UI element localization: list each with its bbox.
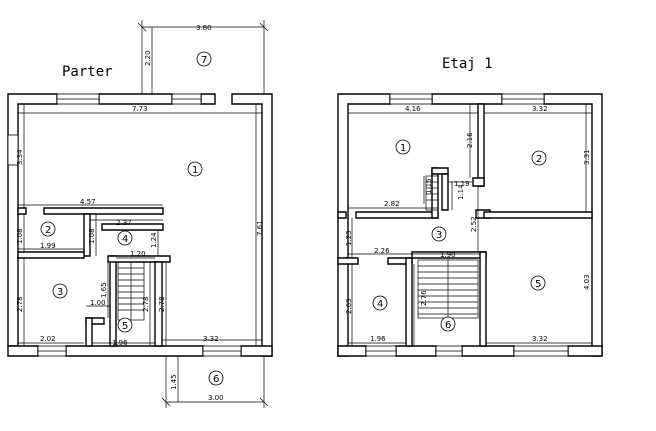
parter-outer-walls bbox=[7, 93, 273, 357]
dim-label: 1.08 bbox=[16, 228, 24, 244]
parter-interior-walls bbox=[17, 207, 171, 347]
svg-text:5: 5 bbox=[535, 279, 541, 290]
floor-plan-etaj1: Etaj 1 bbox=[337, 56, 603, 357]
dim-label: 2.52 bbox=[470, 216, 478, 232]
svg-text:5: 5 bbox=[122, 321, 128, 332]
etaj1-dimension-labels: 4.16 3.32 2.16 3.31 1.15 1.19 1.14 2.82 … bbox=[345, 105, 591, 343]
parter-room-markers: 1 2 3 4 5 6 7 bbox=[40, 51, 224, 386]
dim-label: 1.19 bbox=[454, 180, 470, 188]
room-marker: 6 bbox=[208, 370, 224, 386]
dim-label: 4.16 bbox=[405, 105, 421, 113]
svg-text:4: 4 bbox=[377, 299, 383, 310]
room-marker: 1 bbox=[395, 139, 411, 155]
dim-label: 2.02 bbox=[40, 335, 56, 343]
parter-title: Parter bbox=[62, 64, 113, 80]
dim-label: 3.80 bbox=[196, 24, 212, 32]
room-marker: 6 bbox=[440, 316, 456, 332]
svg-text:7: 7 bbox=[201, 55, 207, 66]
dim-label: 1.99 bbox=[40, 242, 56, 250]
dim-label: 1.90 bbox=[440, 251, 456, 259]
dim-label: 3.00 bbox=[208, 394, 224, 402]
room-marker: 2 bbox=[531, 150, 547, 166]
etaj1-interior-walls bbox=[337, 103, 593, 347]
dim-label: 1.65 bbox=[100, 282, 108, 298]
svg-text:6: 6 bbox=[445, 320, 451, 331]
etaj1-room-markers: 1 2 3 4 5 6 bbox=[372, 139, 547, 332]
dim-label: 1.96 bbox=[112, 339, 128, 347]
parter-stairs bbox=[117, 261, 145, 321]
dim-label: 1.20 bbox=[130, 250, 146, 258]
room-marker: 5 bbox=[530, 275, 546, 291]
dim-label: 7.61 bbox=[256, 220, 264, 236]
svg-text:1: 1 bbox=[192, 165, 198, 176]
dim-label: 3.31 bbox=[583, 149, 591, 165]
dim-label: 3.32 bbox=[532, 335, 548, 343]
dim-label: 3.32 bbox=[532, 105, 548, 113]
porch-6 bbox=[161, 356, 269, 408]
svg-text:2: 2 bbox=[536, 154, 542, 165]
dim-label: 2.20 bbox=[144, 50, 152, 66]
dim-label: 1.24 bbox=[150, 232, 158, 248]
dim-label: 7.73 bbox=[132, 105, 148, 113]
dim-label: 4.03 bbox=[583, 274, 591, 290]
svg-text:4: 4 bbox=[122, 234, 128, 245]
dim-label: 2.26 bbox=[374, 247, 390, 255]
room-marker: 5 bbox=[117, 317, 133, 333]
terrace-7 bbox=[137, 20, 269, 94]
room-marker: 3 bbox=[52, 283, 68, 299]
room-marker: 2 bbox=[40, 221, 56, 237]
svg-text:6: 6 bbox=[213, 374, 219, 385]
dim-label: 2.63 bbox=[345, 298, 353, 314]
dim-label: 1.45 bbox=[170, 374, 178, 390]
dim-label: 2.16 bbox=[466, 132, 474, 148]
dim-label: 1.23 bbox=[345, 230, 353, 246]
room-marker: 3 bbox=[431, 226, 447, 242]
etaj1-outer-walls bbox=[337, 93, 603, 357]
dim-label: 1.00 bbox=[90, 299, 106, 307]
svg-text:2: 2 bbox=[45, 225, 51, 236]
dim-label: 2.76 bbox=[420, 290, 428, 306]
dim-label: 1.14 bbox=[457, 184, 465, 200]
floor-plan-parter: Parter bbox=[7, 20, 273, 408]
dim-label: 1.08 bbox=[88, 228, 96, 244]
parter-dimension-lines bbox=[18, 104, 262, 346]
room-marker: 4 bbox=[372, 295, 388, 311]
dim-label: 2.82 bbox=[384, 200, 400, 208]
dim-label: 2.78 bbox=[16, 296, 24, 312]
etaj1-title: Etaj 1 bbox=[442, 56, 493, 72]
etaj1-dimension-lines bbox=[348, 104, 593, 346]
dim-label: 2.78 bbox=[158, 296, 166, 312]
dim-label: 2.37 bbox=[116, 219, 132, 227]
dim-label: 3.32 bbox=[203, 335, 219, 343]
svg-text:3: 3 bbox=[57, 287, 63, 298]
dim-label: 3.34 bbox=[16, 149, 24, 165]
room-marker: 7 bbox=[196, 51, 212, 67]
room-marker: 4 bbox=[117, 230, 133, 246]
dim-label: 1.15 bbox=[425, 178, 433, 194]
svg-text:1: 1 bbox=[400, 143, 406, 154]
parter-dimension-labels: 3.80 2.20 7.73 3.34 4.57 2.37 1.08 1.99 … bbox=[16, 24, 264, 402]
dim-label: 1.96 bbox=[370, 335, 386, 343]
svg-text:3: 3 bbox=[436, 230, 442, 241]
room-marker: 1 bbox=[187, 161, 203, 177]
dim-label: 4.57 bbox=[80, 198, 96, 206]
dim-label: 2.78 bbox=[142, 296, 150, 312]
